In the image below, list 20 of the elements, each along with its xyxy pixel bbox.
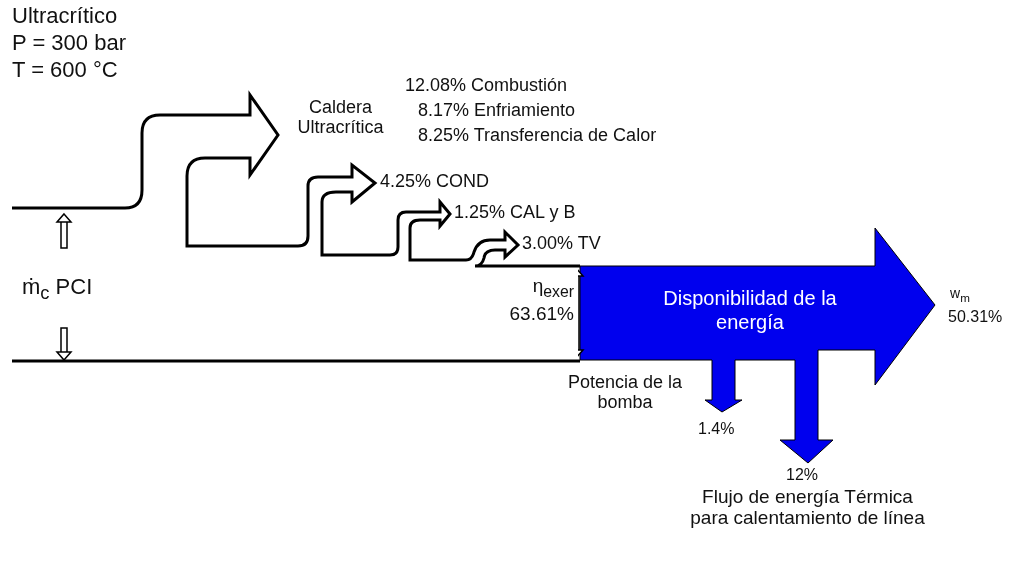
loss-label: 3.00% TV [522, 234, 601, 254]
condition-text: T = 600 °C [12, 58, 118, 83]
condition-text: Ultracrítico [12, 4, 118, 29]
condition-text: P = 300 bar [12, 31, 126, 56]
output-value: 50.31% [948, 308, 1003, 326]
efficiency-label: η$_{exer}$ [531, 276, 574, 301]
heat-label: Flujo de energía Térmica para calentamiento de línea [690, 487, 925, 529]
loss-label: 1.25% CAL y B [454, 203, 576, 223]
flow-label: Disponibilidad de la energía [662, 286, 838, 334]
pump-value: 1.4% [698, 420, 735, 438]
loss-label: 8.17% Enfriamiento [418, 101, 576, 121]
pump-label: Potencia de la bomba [566, 373, 684, 413]
loss-label: 8.25% Transferencia de Calor [418, 126, 657, 146]
heat-value: 12% [786, 466, 819, 484]
loss-label: 4.25% COND [380, 172, 490, 192]
output-label: w$_{m}$ [950, 286, 970, 305]
efficiency-value: 63.61% [508, 304, 574, 325]
input-label: ṁ$_{c}$ PCI [22, 275, 93, 304]
loss-label: 12.08% Combustión [405, 76, 568, 96]
component-label: Caldera Ultracrítica [296, 98, 385, 138]
